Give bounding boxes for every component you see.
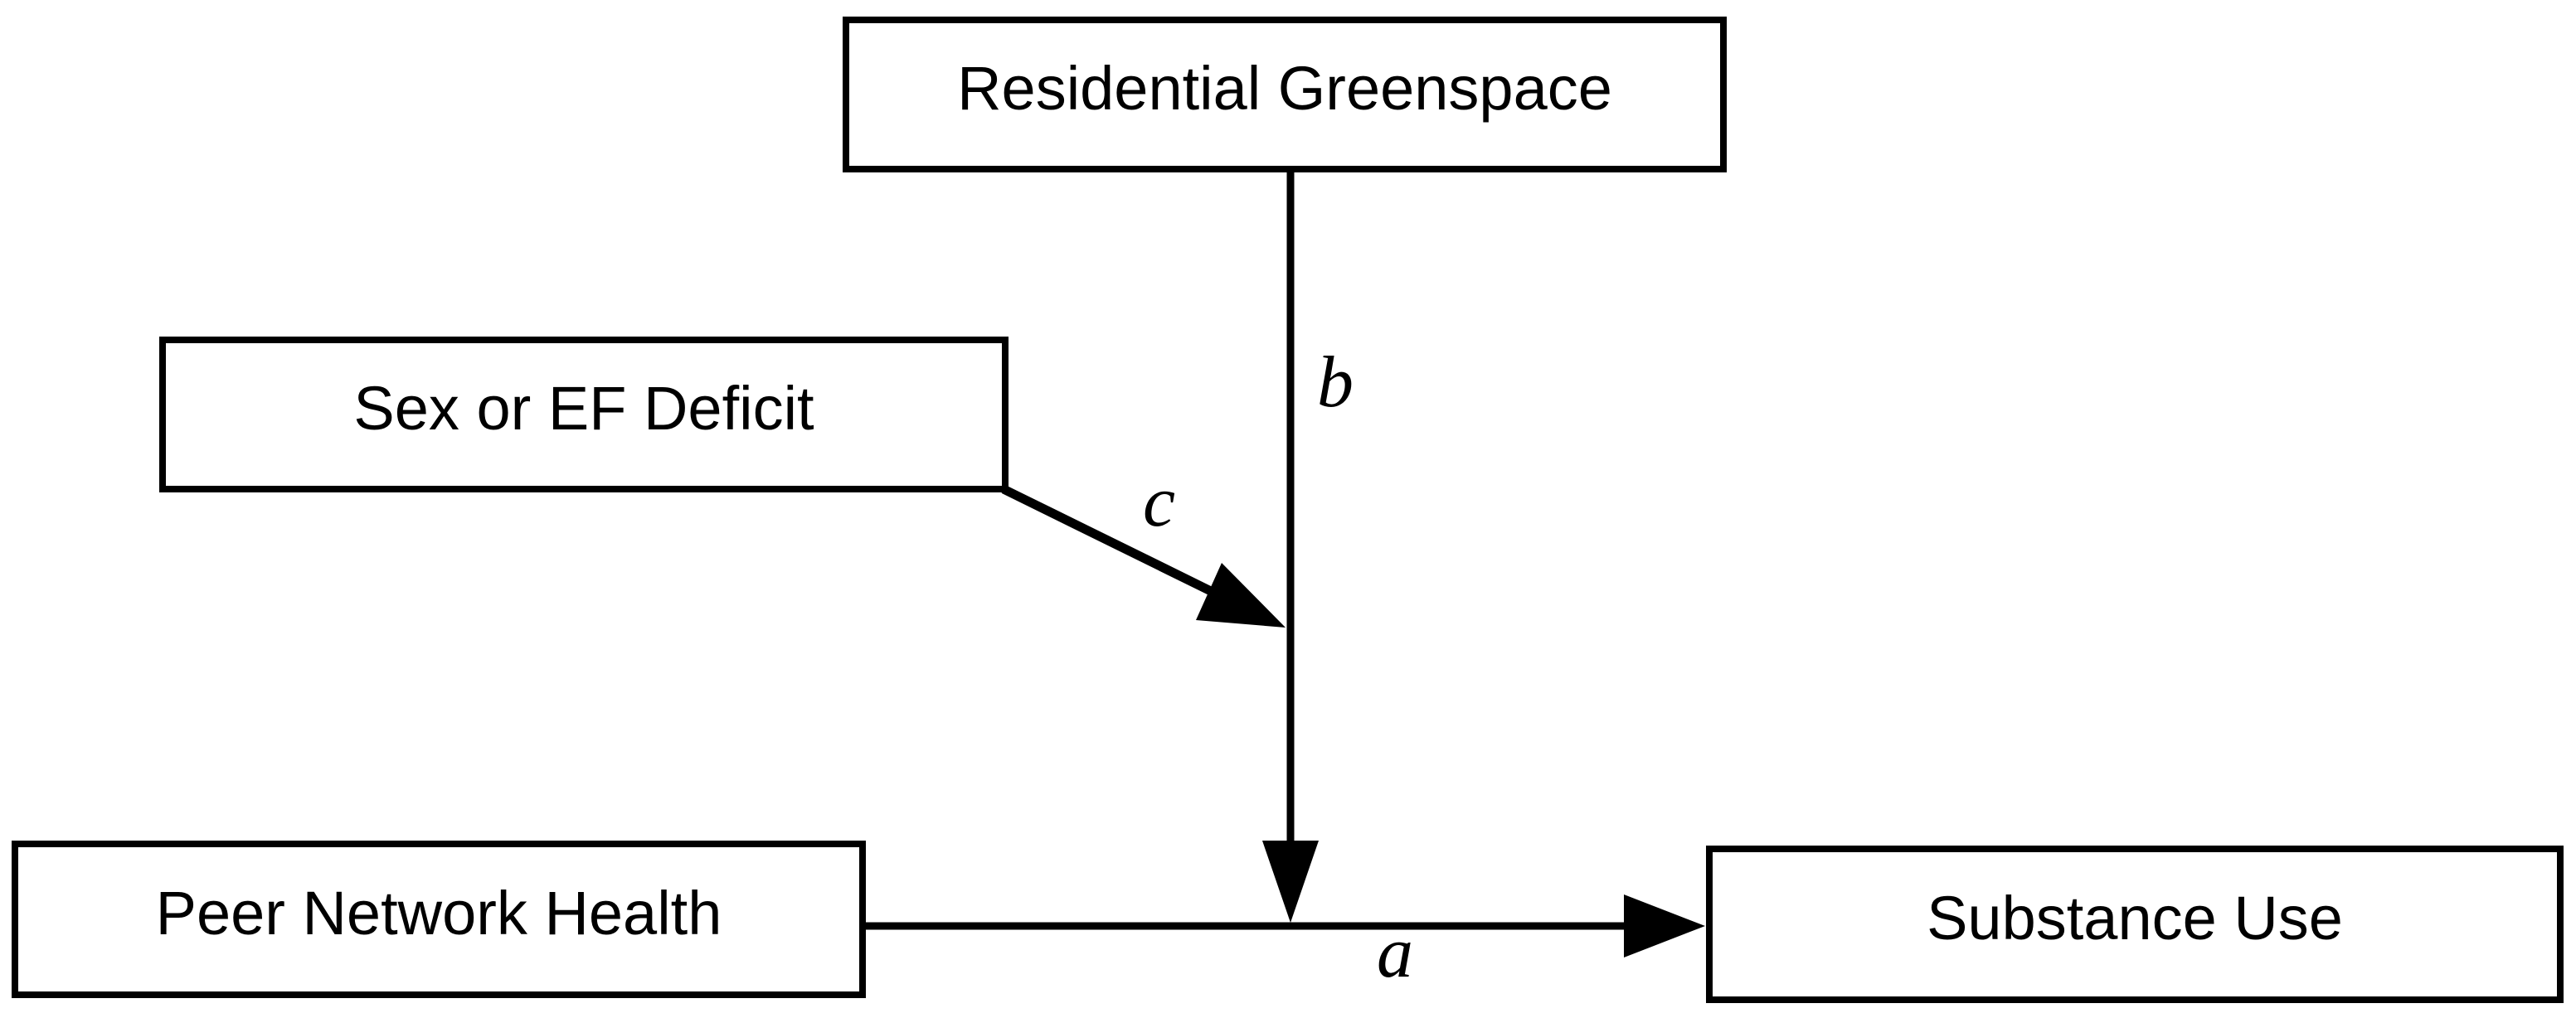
node-sex-or-ef-deficit: Sex or EF Deficit xyxy=(159,337,1009,492)
node-peer-network-health: Peer Network Health xyxy=(12,841,866,998)
edge-b-label: b xyxy=(1317,342,1354,423)
node-residential-greenspace: Residential Greenspace xyxy=(843,17,1727,172)
node-sex-or-ef-deficit-label: Sex or EF Deficit xyxy=(353,374,814,443)
node-substance-use: Substance Use xyxy=(1706,846,2564,1003)
edge-c-arrow xyxy=(1001,485,1286,628)
edge-a-label: a xyxy=(1377,913,1413,993)
node-peer-network-health-label: Peer Network Health xyxy=(155,879,722,948)
node-residential-greenspace-label: Residential Greenspace xyxy=(957,54,1612,123)
node-substance-use-label: Substance Use xyxy=(1927,884,2343,953)
edge-b-arrow xyxy=(1262,171,1319,923)
edge-a-arrow xyxy=(864,894,1705,957)
edge-c-label: c xyxy=(1143,462,1176,542)
